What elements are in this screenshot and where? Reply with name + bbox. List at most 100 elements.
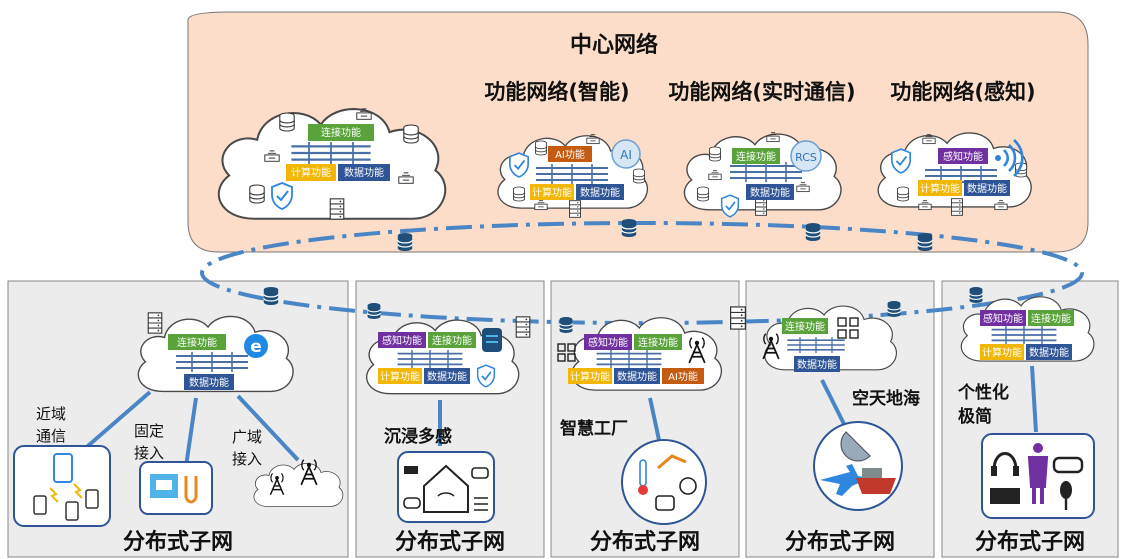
panel2-cloud: 感知功能 连接功能 计算功能 数据功能 [365, 316, 531, 446]
caption-smart-factory: 智慧工厂 [560, 418, 628, 439]
database-icon [403, 124, 419, 144]
compute-function-label: 计算功能 [291, 166, 331, 179]
data-function-label: 数据功能 [750, 186, 790, 199]
apps-icon [837, 317, 859, 339]
gateway-node-icon [263, 286, 279, 306]
rcs-badge: RCS [795, 151, 817, 164]
database-icon [632, 168, 646, 184]
compute-function-label: 计算功能 [570, 370, 610, 383]
caption-personalized: 个性化 [957, 382, 1009, 403]
database-icon [249, 184, 265, 204]
sense-function-label: 感知功能 [943, 150, 983, 163]
ai-function-label: AI功能 [555, 148, 585, 161]
server-icon [729, 306, 747, 330]
caption-fixed-1: 固定 [134, 422, 164, 440]
compute-function-label: 计算功能 [532, 186, 572, 199]
gateway-node-icon [805, 222, 821, 242]
wireless-signal-icon [995, 139, 1024, 177]
terminal-device-icon [482, 328, 502, 352]
panel3-cloud: 感知功能 连接功能 计算功能 数据功能 AI功能 [557, 306, 747, 455]
ai-badge: AI [620, 148, 632, 162]
connect-function-label: 连接功能 [638, 336, 678, 349]
data-function-label: 数据功能 [617, 370, 657, 383]
browser-icon: e [244, 334, 268, 358]
gateway-node-icon [367, 302, 381, 320]
caption-wide-area-1: 广域 [232, 428, 262, 446]
subnet-title-ai: 功能网络(智能) [484, 80, 629, 104]
database-icon [896, 186, 910, 202]
caption-near-field-1: 近域 [36, 405, 66, 423]
distributed-subnet-label-2: 分布式子网 [395, 529, 505, 555]
caption-fixed-2: 接入 [134, 444, 164, 462]
caption-immersive: 沉浸多感 [384, 426, 452, 447]
database-icon [279, 112, 295, 132]
security-shield-icon [720, 194, 740, 218]
gateway-node-icon [917, 232, 933, 252]
data-function-label: 数据功能 [189, 376, 229, 389]
caption-minimal: 极简 [958, 406, 992, 427]
realtime-subnet-cloud: 连接功能 RCS 数据功能 [683, 132, 842, 218]
subnet-title-sensing: 功能网络(感知) [890, 80, 1035, 104]
compute-function-label: 计算功能 [982, 346, 1022, 359]
sensing-subnet-cloud: 感知功能 计算功能 数据功能 [877, 132, 1032, 216]
data-function-label: 数据功能 [580, 186, 620, 199]
security-shield-icon [508, 152, 530, 178]
svg-text:e: e [250, 337, 262, 357]
server-icon [329, 198, 345, 220]
security-shield-icon [890, 148, 912, 174]
immersive-box [397, 451, 495, 523]
caption-near-field-2: 通信 [36, 427, 66, 445]
interconnect-link [200, 221, 1084, 325]
distributed-subnet-label-5: 分布式子网 [975, 529, 1085, 555]
server-icon [569, 200, 581, 218]
panel5-cloud: 感知功能 连接功能 计算功能 数据功能 [960, 296, 1095, 433]
compute-function-label: 计算功能 [920, 182, 960, 195]
gateway-node-icon [969, 286, 983, 304]
gateway-node-icon [559, 316, 573, 334]
near-field-devices-box [13, 445, 111, 527]
data-function-label: 数据功能 [1029, 346, 1069, 359]
distributed-subnet-label-4: 分布式子网 [785, 529, 895, 555]
caption-space-air-ground-sea: 空天地海 [852, 388, 920, 409]
space-air-ground-sea-circle [813, 421, 903, 511]
ai-function-label: AI功能 [668, 370, 698, 383]
server-icon [755, 198, 767, 216]
smart-factory-circle [621, 439, 707, 525]
database-icon [708, 146, 722, 162]
connect-function-label: 连接功能 [736, 150, 776, 163]
connect-function-label: 连接功能 [432, 334, 472, 347]
distributed-subnet-label-1: 分布式子网 [123, 529, 233, 555]
data-function-label: 数据功能 [967, 182, 1007, 195]
security-shield-icon [476, 364, 496, 388]
security-shield-icon [271, 182, 293, 210]
apps-icon [557, 343, 576, 362]
sense-function-label: 感知功能 [588, 336, 628, 349]
center-title: 中心网络 [570, 32, 658, 58]
data-function-label: 数据功能 [344, 166, 384, 179]
data-function-label: 数据功能 [797, 358, 837, 371]
server-icon [147, 312, 163, 334]
caption-wide-area-2: 接入 [232, 450, 262, 468]
fixed-access-box [139, 461, 213, 515]
panel1-cloud: e 连接功能 数据功能 [72, 312, 300, 481]
sense-function-label: 感知功能 [983, 312, 1023, 325]
database-icon [696, 186, 710, 202]
database-icon [534, 140, 548, 156]
compute-function-label: 计算功能 [380, 370, 420, 383]
server-icon [515, 316, 531, 338]
gateway-node-icon [887, 300, 901, 318]
personal-devices-box [981, 433, 1095, 519]
connect-function-label: 连接功能 [1031, 312, 1071, 325]
distributed-subnet-label-3: 分布式子网 [590, 529, 700, 555]
database-icon [512, 186, 526, 202]
panel4-cloud: 连接功能 数据功能 [762, 305, 898, 429]
data-function-label: 数据功能 [427, 370, 467, 383]
server-icon [951, 198, 963, 216]
connect-function-label: 连接功能 [785, 320, 825, 333]
sense-function-label: 感知功能 [382, 334, 422, 347]
connect-function-label: 连接功能 [321, 126, 361, 139]
gateway-node-icon [397, 232, 413, 252]
ai-subnet-cloud: AI功能 AI 计算功能 数据功能 [497, 134, 649, 218]
core-cloud: 连接功能 计算功能 数据功能 [217, 108, 447, 220]
